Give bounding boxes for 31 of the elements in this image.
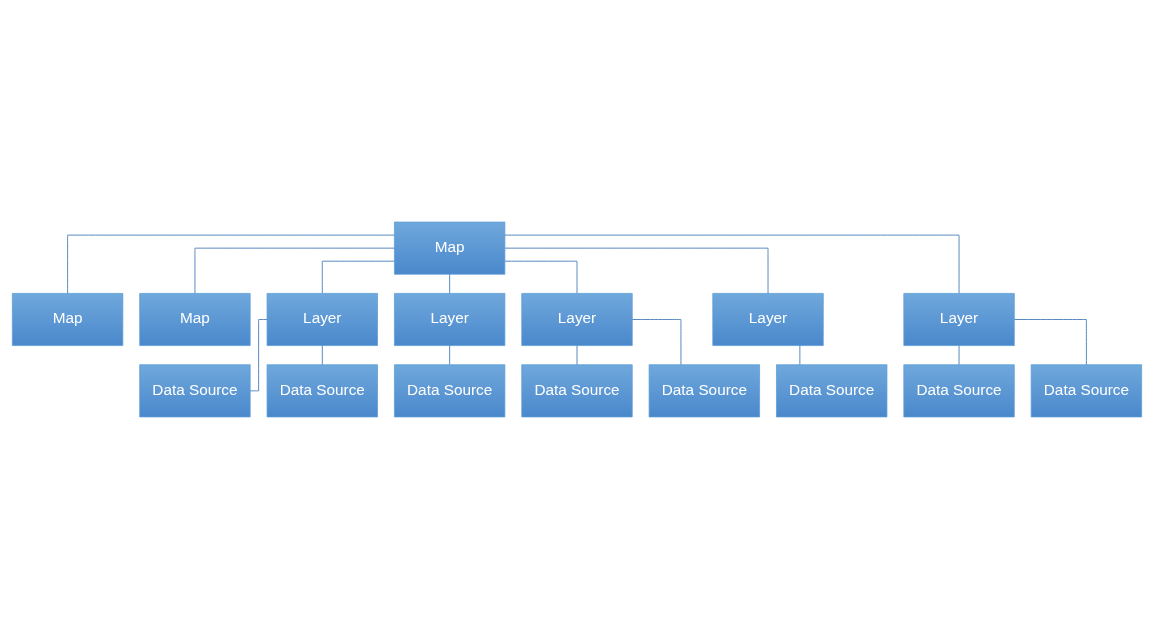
connector [321,260,395,294]
node-box: Layer [712,292,824,346]
connector [504,260,578,294]
node-box: Layer [521,292,633,346]
node-box: Layer [266,292,378,346]
connector [449,273,451,294]
connector [958,344,960,365]
connector [504,247,769,294]
connector [1014,318,1087,365]
connector [504,234,960,294]
node-box: Layer [394,292,506,346]
connector [321,344,323,365]
node-box: Data Source [776,363,888,417]
connector [449,344,451,365]
node-box: Data Source [139,363,251,417]
connector [249,318,268,391]
connector [631,318,682,365]
connector [194,247,395,294]
node-box: Data Source [394,363,506,417]
node-box: Data Source [1030,363,1143,417]
connector [799,344,801,365]
node-box: Data Source [266,363,378,417]
node-box: Layer [903,292,1015,346]
connector [576,344,578,365]
node-box: Data Source [648,363,760,417]
node-box: Data Source [903,363,1015,417]
connector [67,234,395,294]
node-box: Map [11,292,124,346]
node-box: Map [139,292,251,346]
node-box: Data Source [521,363,633,417]
node-box: Map [394,221,506,275]
